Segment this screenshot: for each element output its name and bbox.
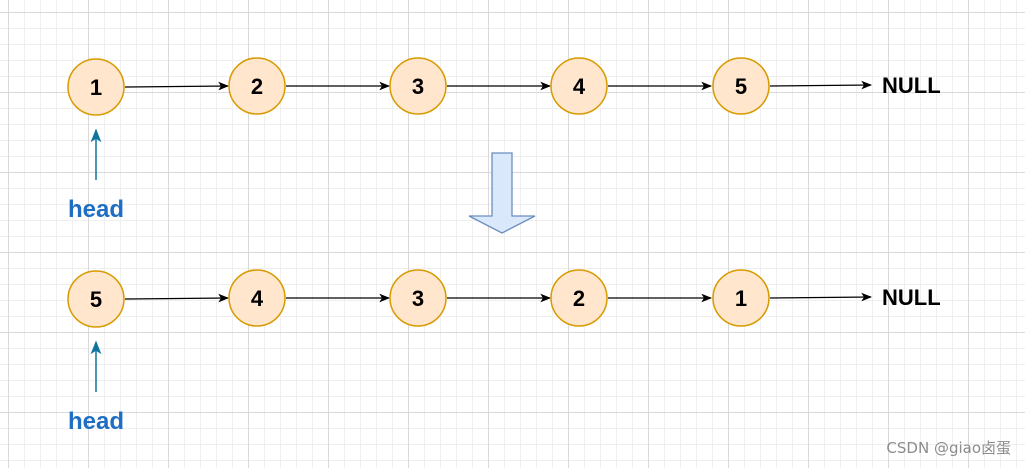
node-value: 3 bbox=[412, 74, 424, 99]
node-circle bbox=[228, 269, 286, 327]
null-terminal: NULL bbox=[882, 285, 941, 310]
node-circle bbox=[550, 57, 608, 115]
null-terminal: NULL bbox=[882, 73, 941, 98]
node-value: 5 bbox=[90, 287, 102, 312]
list-node: 1 bbox=[712, 269, 770, 327]
node-circle bbox=[712, 269, 770, 327]
down-arrow-icon bbox=[468, 152, 536, 234]
link-arrow bbox=[124, 293, 230, 303]
node-value: 4 bbox=[573, 74, 586, 99]
node-circle bbox=[67, 58, 125, 116]
node-value: 2 bbox=[573, 286, 585, 311]
node-value: 3 bbox=[412, 286, 424, 311]
list-node: 5 bbox=[67, 270, 125, 328]
list-node: 4 bbox=[550, 57, 608, 115]
link-arrow bbox=[124, 81, 230, 91]
null-arrow bbox=[769, 80, 873, 90]
node-value: 4 bbox=[251, 286, 264, 311]
list-node: 2 bbox=[550, 269, 608, 327]
node-circle bbox=[67, 270, 125, 328]
watermark: CSDN @giao卤蛋 bbox=[886, 439, 1011, 457]
list-node: 1 bbox=[67, 58, 125, 116]
head-label: head bbox=[68, 196, 124, 223]
null-arrow bbox=[769, 292, 873, 302]
node-value: 5 bbox=[735, 74, 747, 99]
head-label: head bbox=[68, 408, 124, 435]
node-value: 2 bbox=[251, 74, 263, 99]
original-list: 1 2 3 4 5 NULL head bbox=[67, 57, 941, 223]
node-circle bbox=[712, 57, 770, 115]
list-node: 3 bbox=[389, 57, 447, 115]
node-circle bbox=[550, 269, 608, 327]
node-circle bbox=[228, 57, 286, 115]
node-circle bbox=[389, 57, 447, 115]
list-node: 2 bbox=[228, 57, 286, 115]
list-node: 4 bbox=[228, 269, 286, 327]
list-node: 5 bbox=[712, 57, 770, 115]
reversed-list: 5 4 3 2 1 NULL head bbox=[67, 269, 941, 435]
list-node: 3 bbox=[389, 269, 447, 327]
node-value: 1 bbox=[90, 75, 102, 100]
node-value: 1 bbox=[735, 286, 747, 311]
node-circle bbox=[389, 269, 447, 327]
